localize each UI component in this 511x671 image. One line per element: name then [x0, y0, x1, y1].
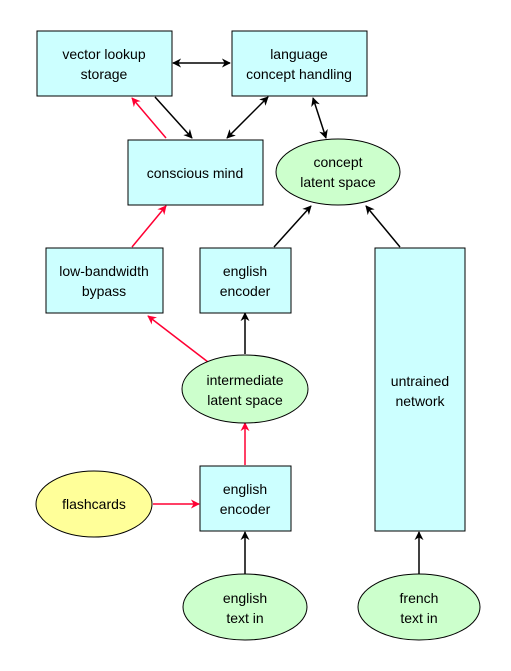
node-untrained-network-line2: network	[395, 393, 445, 409]
node-vector-lookup-line1: vector lookup	[62, 46, 145, 62]
node-conscious-mind-line1: conscious mind	[147, 165, 244, 181]
arrow-untrained-to-concept	[365, 205, 401, 248]
node-english-encoder-bottom-line2: encoder	[220, 501, 271, 517]
arrow-language-conscious	[226, 96, 269, 139]
node-low-bandwidth-line2: bypass	[82, 283, 126, 299]
arrow-vector-to-conscious	[154, 96, 193, 139]
node-english-encoder-top-line1: english	[223, 263, 267, 279]
node-low-bandwidth-shape	[45, 247, 164, 314]
arrow-bypass-to-conscious	[131, 205, 167, 248]
node-english-encoder-top-line2: encoder	[220, 283, 271, 299]
node-intermediate-latent-line1: intermediate	[206, 372, 283, 388]
arrow-encoder-to-concept	[273, 205, 312, 248]
node-vector-lookup-shape	[36, 30, 173, 97]
node-language-concept-line1: language	[270, 46, 328, 62]
node-english-text-shape	[182, 573, 308, 641]
node-vector-lookup: vector lookup storage	[36, 30, 173, 97]
node-concept-latent: concept latent space	[275, 138, 401, 206]
node-english-encoder-bottom-shape	[199, 465, 292, 532]
node-conscious-mind: conscious mind	[127, 139, 264, 206]
node-intermediate-latent: intermediate latent space	[181, 354, 309, 424]
node-english-text-line1: english	[223, 590, 267, 606]
node-concept-latent-shape	[275, 138, 401, 206]
node-english-encoder-bottom: english encoder	[199, 465, 292, 532]
node-flashcards-shape	[35, 470, 153, 538]
arrow-intermediate-to-bypass	[147, 315, 209, 363]
node-french-text: french text in	[357, 573, 481, 641]
node-untrained-network: untrained network	[374, 247, 466, 532]
node-intermediate-latent-shape	[181, 354, 309, 424]
node-english-text-line2: text in	[226, 610, 263, 626]
node-flashcards: flashcards	[35, 470, 153, 538]
node-low-bandwidth-line1: low-bandwidth	[59, 263, 149, 279]
node-low-bandwidth: low-bandwidth bypass	[45, 247, 164, 314]
node-flashcards-line1: flashcards	[62, 496, 126, 512]
arrow-conscious-to-vector	[131, 97, 167, 139]
node-intermediate-latent-line2: latent space	[207, 392, 283, 408]
node-concept-latent-line2: latent space	[300, 174, 376, 190]
node-english-encoder-bottom-line1: english	[223, 481, 267, 497]
connections	[131, 58, 424, 574]
node-conscious-mind-shape	[127, 139, 264, 206]
node-untrained-network-line1: untrained	[391, 373, 449, 389]
node-english-text: english text in	[182, 573, 308, 641]
node-untrained-network-shape	[374, 247, 466, 532]
node-language-concept-line2: concept handling	[246, 66, 352, 82]
node-english-encoder-top: english encoder	[199, 247, 292, 314]
node-french-text-line1: french	[400, 590, 439, 606]
node-language-concept: language concept handling	[231, 30, 368, 97]
node-french-text-line2: text in	[400, 610, 437, 626]
node-french-text-shape	[357, 573, 481, 641]
arrow-language-concept	[311, 97, 328, 139]
node-vector-lookup-line2: storage	[81, 66, 128, 82]
node-english-encoder-top-shape	[199, 247, 292, 314]
node-language-concept-shape	[231, 30, 368, 97]
node-concept-latent-line1: concept	[313, 154, 362, 170]
